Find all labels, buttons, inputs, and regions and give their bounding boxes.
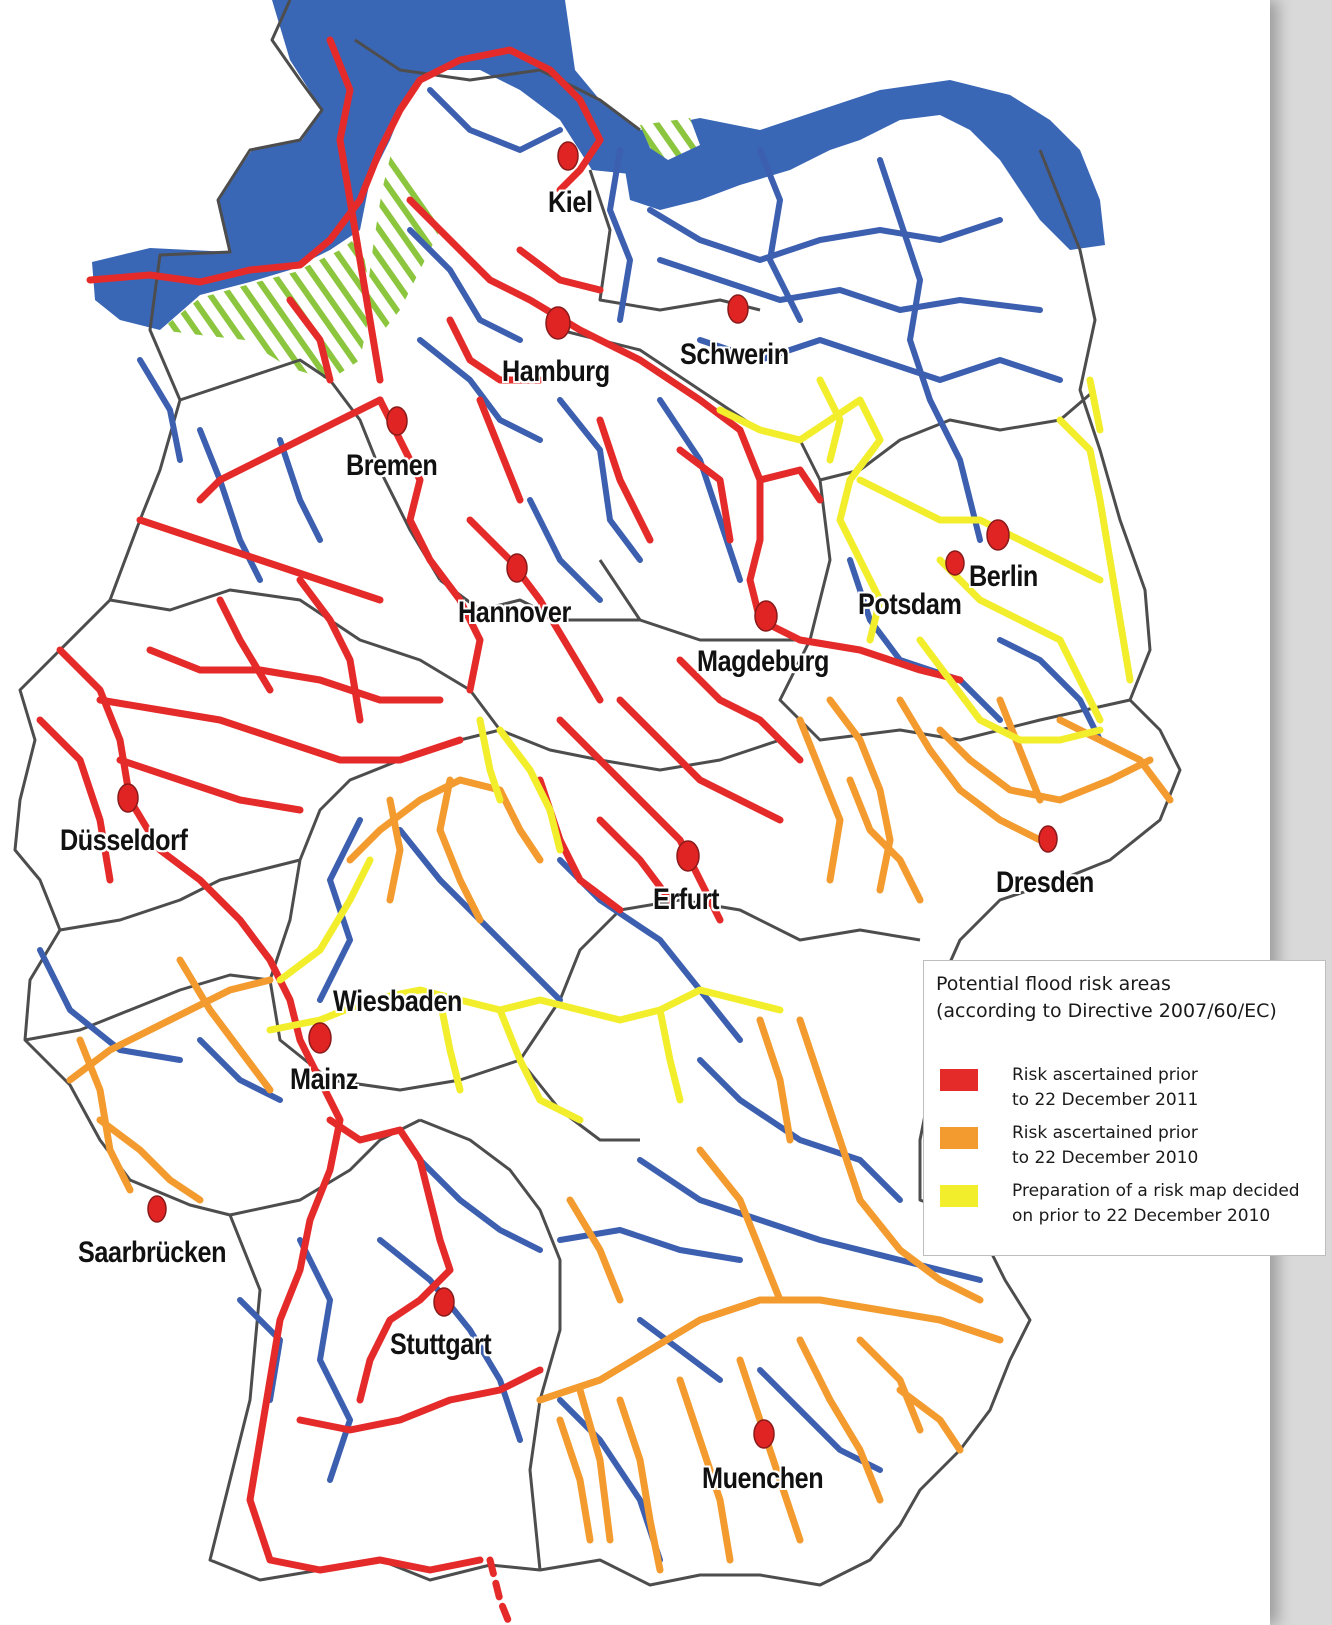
city-label-erfurt: Erfurt (653, 883, 720, 916)
city-label-stuttgart: Stuttgart (390, 1328, 492, 1361)
city-marker-saarbruecken (147, 1195, 167, 1223)
legend-label-line1: Risk ascertained prior (1012, 1123, 1198, 1143)
borders (13, 0, 1182, 1587)
city-label-potsdam: Potsdam (858, 588, 962, 621)
baltic-sea (625, 80, 1105, 250)
city-label-hamburg: Hamburg (502, 355, 610, 388)
main-river-orange (346, 776, 544, 864)
city-marker-hannover (506, 553, 528, 583)
city-marker-mainz (308, 1022, 332, 1054)
city-label-dresden: Dresden (996, 866, 1094, 899)
map-page: Kiel Schwerin Hamburg Bremen Berlin Pots… (0, 0, 1270, 1625)
city-marker-dresden (1038, 825, 1058, 853)
rhine-river (56, 646, 484, 1574)
legend-label: Risk ascertained prior to 22 December 20… (1012, 1063, 1322, 1113)
legend-swatch-yellow (940, 1185, 978, 1207)
rivers-blue (37, 87, 1103, 1563)
city-label-mainz: Mainz (290, 1063, 358, 1096)
rivers-orange (66, 696, 1174, 1574)
city-marker-schwerin (727, 294, 749, 324)
city-marker-kiel (557, 141, 579, 171)
legend-title-line2: (according to Directive 2007/60/EC) (936, 1000, 1277, 1022)
legend-item-risk-2011: Risk ascertained prior to 22 December 20… (936, 1063, 1316, 1119)
legend-title-line1: Potential flood risk areas (936, 973, 1171, 995)
city-label-saarbruecken: Saarbrücken (78, 1236, 227, 1269)
city-label-hannover: Hannover (458, 596, 571, 629)
danube-river (536, 1296, 1004, 1404)
city-label-muenchen: Muenchen (702, 1462, 824, 1495)
legend-label-line2: to 22 December 2011 (1012, 1090, 1199, 1110)
city-label-bremen: Bremen (346, 449, 438, 482)
city-marker-berlin (986, 519, 1010, 551)
city-markers (117, 141, 1058, 1449)
rivers-red (36, 36, 964, 1625)
city-label-kiel: Kiel (548, 186, 593, 219)
city-marker-hamburg (545, 306, 571, 340)
city-marker-magdeburg (754, 600, 778, 632)
rivers-yellow (266, 376, 1134, 1124)
legend-swatch-red (940, 1069, 978, 1091)
legend-label-line2: on prior to 22 December 2010 (1012, 1206, 1271, 1226)
legend-label-line2: to 22 December 2010 (1012, 1148, 1199, 1168)
city-label-magdeburg: Magdeburg (697, 645, 830, 678)
legend-label-line1: Preparation of a risk map decided (1012, 1181, 1300, 1201)
germany-flood-risk-map (13, 0, 1182, 1625)
city-marker-potsdam (945, 550, 965, 576)
main-river-yellow (266, 986, 784, 1034)
city-label-schwerin: Schwerin (680, 338, 789, 371)
sea-areas (92, 0, 1105, 330)
city-label-duesseldorf: Düsseldorf (60, 824, 188, 857)
legend-item-risk-map-planned: Preparation of a risk map decided on pri… (936, 1179, 1316, 1235)
city-marker-duesseldorf (117, 783, 139, 813)
legend-label: Risk ascertained prior to 22 December 20… (1012, 1121, 1322, 1171)
city-marker-erfurt (676, 840, 700, 872)
legend-swatch-orange (940, 1127, 978, 1149)
city-marker-bremen (386, 406, 408, 436)
national-border (13, 0, 1182, 1587)
map-legend: Potential flood risk areas (according to… (923, 960, 1326, 1256)
north-coast-line (86, 46, 604, 286)
legend-title: Potential flood risk areas (according to… (936, 971, 1277, 1025)
legend-item-risk-2010: Risk ascertained prior to 22 December 20… (936, 1121, 1316, 1177)
legend-label-line1: Risk ascertained prior (1012, 1065, 1198, 1085)
city-label-wiesbaden: Wiesbaden (333, 985, 463, 1018)
city-marker-stuttgart (433, 1287, 455, 1317)
city-label-berlin: Berlin (969, 560, 1038, 593)
city-marker-muenchen (753, 1419, 775, 1449)
weser-river (376, 396, 484, 694)
neckar-river (326, 1116, 454, 1404)
legend-label: Preparation of a risk map decided on pri… (1012, 1179, 1322, 1229)
